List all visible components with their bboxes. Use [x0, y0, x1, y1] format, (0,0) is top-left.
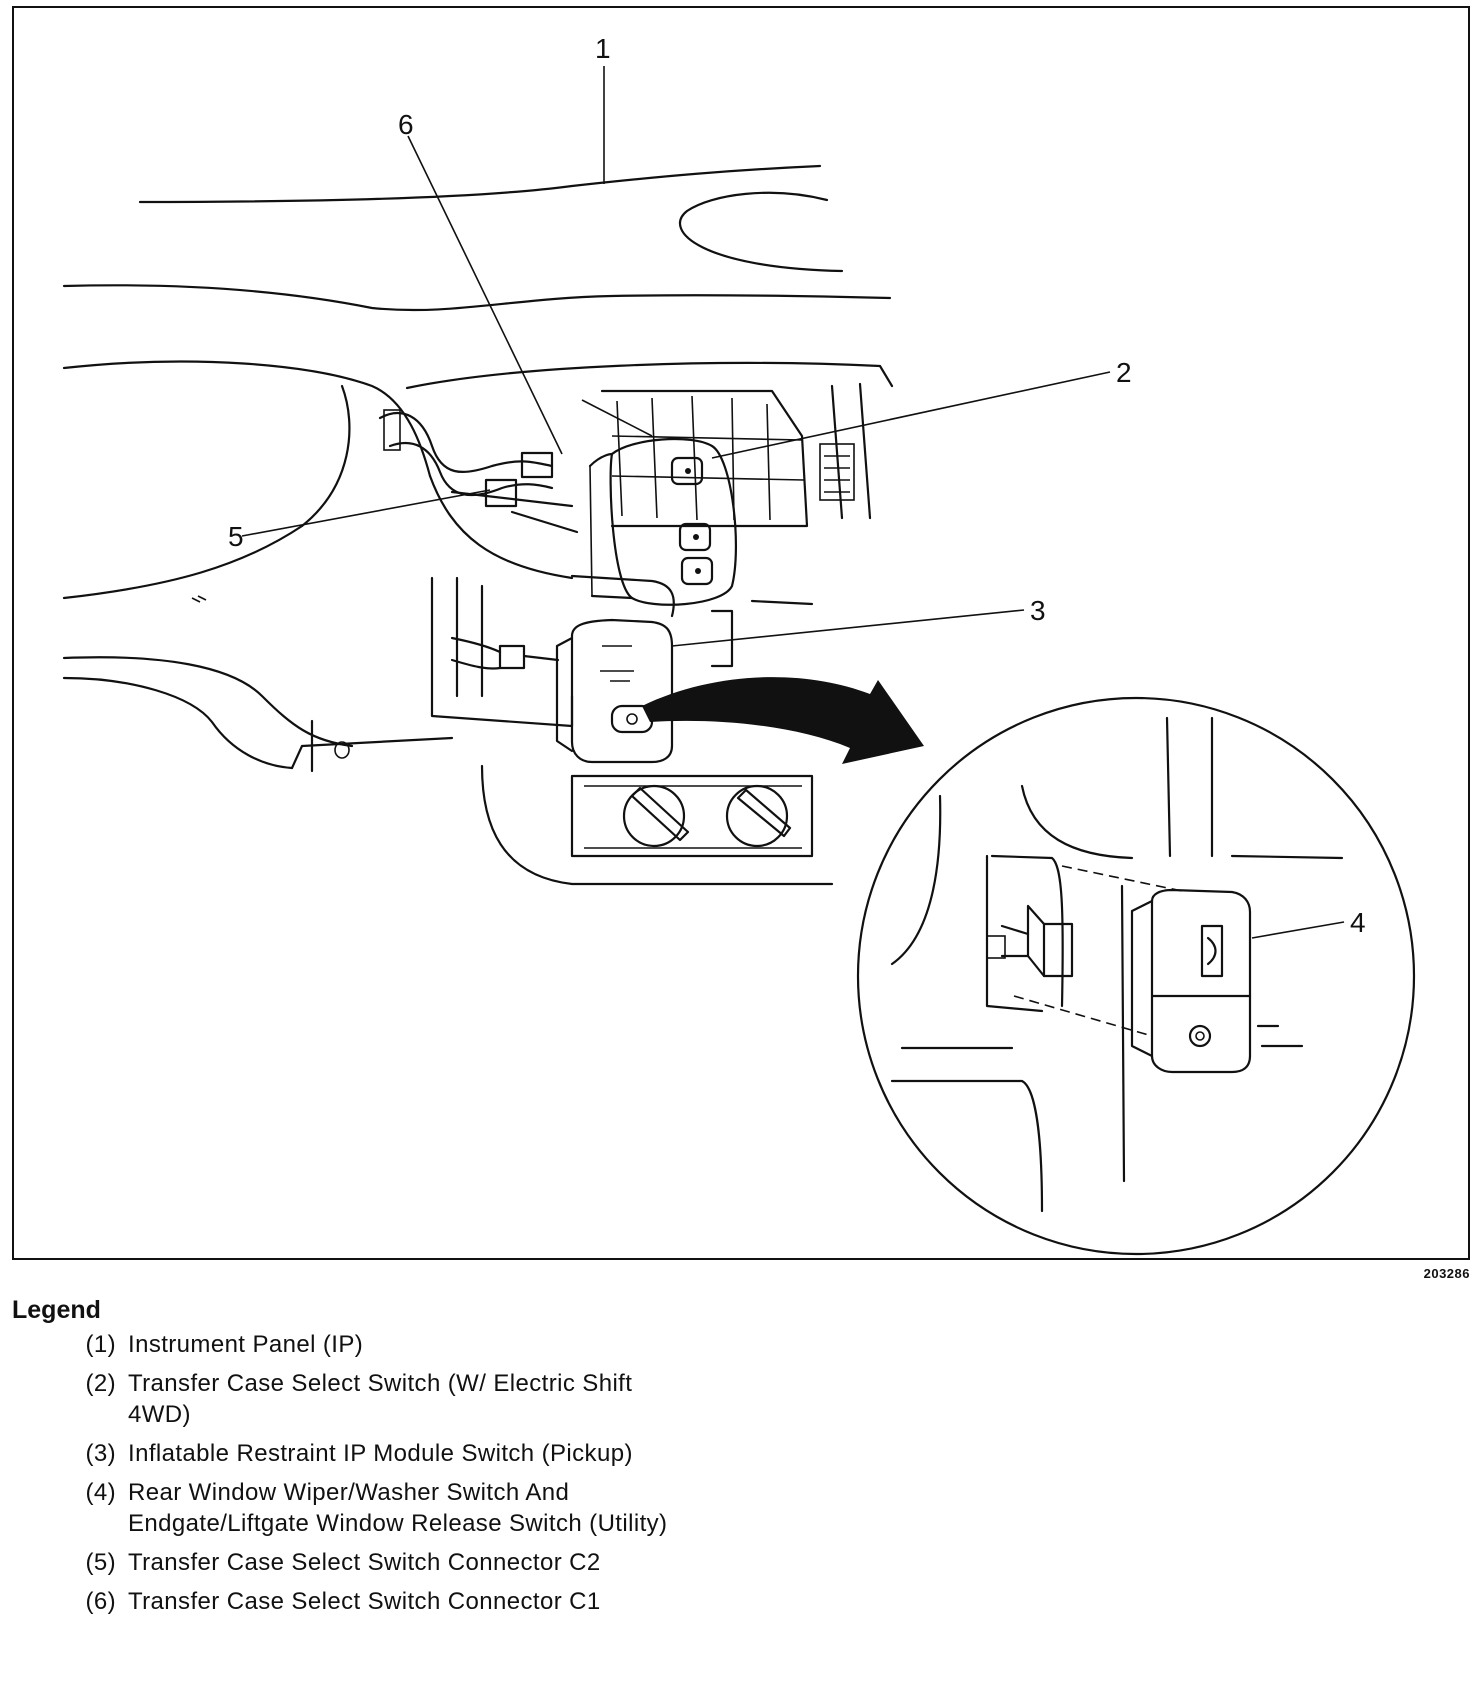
- callout-6: 6: [398, 109, 414, 140]
- legend-item: (3) Inflatable Restraint IP Module Switch…: [12, 1438, 732, 1469]
- figure-id: 203286: [1423, 1266, 1470, 1281]
- legend-item-number: (6): [85, 1588, 116, 1615]
- callout-5: 5: [228, 521, 244, 552]
- legend-title: Legend: [12, 1296, 101, 1324]
- legend-item-text: Inflatable Restraint IP Module Switch (P…: [128, 1440, 633, 1467]
- figure-frame: [12, 6, 1470, 1260]
- instrument-panel-outline: [62, 164, 894, 886]
- legend-item-text: Transfer Case Select Switch (W/ Electric…: [128, 1370, 633, 1428]
- restraint-switch: [450, 618, 674, 764]
- legend-item-number: (5): [85, 1549, 116, 1576]
- callout-2: 2: [1116, 357, 1132, 388]
- diagram-svg: 1 2 3 4 5 6: [12, 6, 1470, 1260]
- wiring-harness: [378, 409, 579, 534]
- legend-item-text: Rear Window Wiper/Washer Switch And Endg…: [128, 1479, 668, 1537]
- detail-circle: [856, 696, 1416, 1256]
- leader-lines: [241, 66, 1345, 939]
- center-vents: [600, 382, 872, 528]
- legend-list: (1) Instrument Panel (IP) (2) Transfer Cas…: [12, 1329, 732, 1617]
- legend-item-number: (2): [85, 1370, 116, 1397]
- transfer-case-switch: [588, 437, 737, 606]
- callout-3: 3: [1030, 595, 1046, 626]
- hvac-knobs: [570, 774, 814, 858]
- legend-item: (2) Transfer Case Select Switch (W/ Elect…: [12, 1368, 732, 1430]
- legend-item: (6) Transfer Case Select Switch Connector…: [12, 1586, 732, 1617]
- legend-item-text: Instrument Panel (IP): [128, 1331, 364, 1358]
- legend-item: (4) Rear Window Wiper/Washer Switch And E…: [12, 1477, 732, 1539]
- legend-item-text: Transfer Case Select Switch Connector C2: [128, 1549, 601, 1576]
- legend-item-number: (1): [85, 1331, 116, 1358]
- legend-item: (5) Transfer Case Select Switch Connector…: [12, 1547, 732, 1578]
- legend-item: (1) Instrument Panel (IP): [12, 1329, 732, 1360]
- legend: Legend (1) Instrument Panel (IP) (2) Trans…: [12, 1296, 732, 1625]
- zoom-arrow: [642, 677, 924, 764]
- callout-4: 4: [1350, 907, 1366, 938]
- legend-item-text: Transfer Case Select Switch Connector C1: [128, 1588, 601, 1615]
- diagram-figure: 1 2 3 4 5 6: [12, 6, 1470, 1260]
- legend-item-number: (3): [85, 1440, 116, 1467]
- legend-item-number: (4): [85, 1479, 116, 1506]
- callout-1: 1: [595, 33, 611, 64]
